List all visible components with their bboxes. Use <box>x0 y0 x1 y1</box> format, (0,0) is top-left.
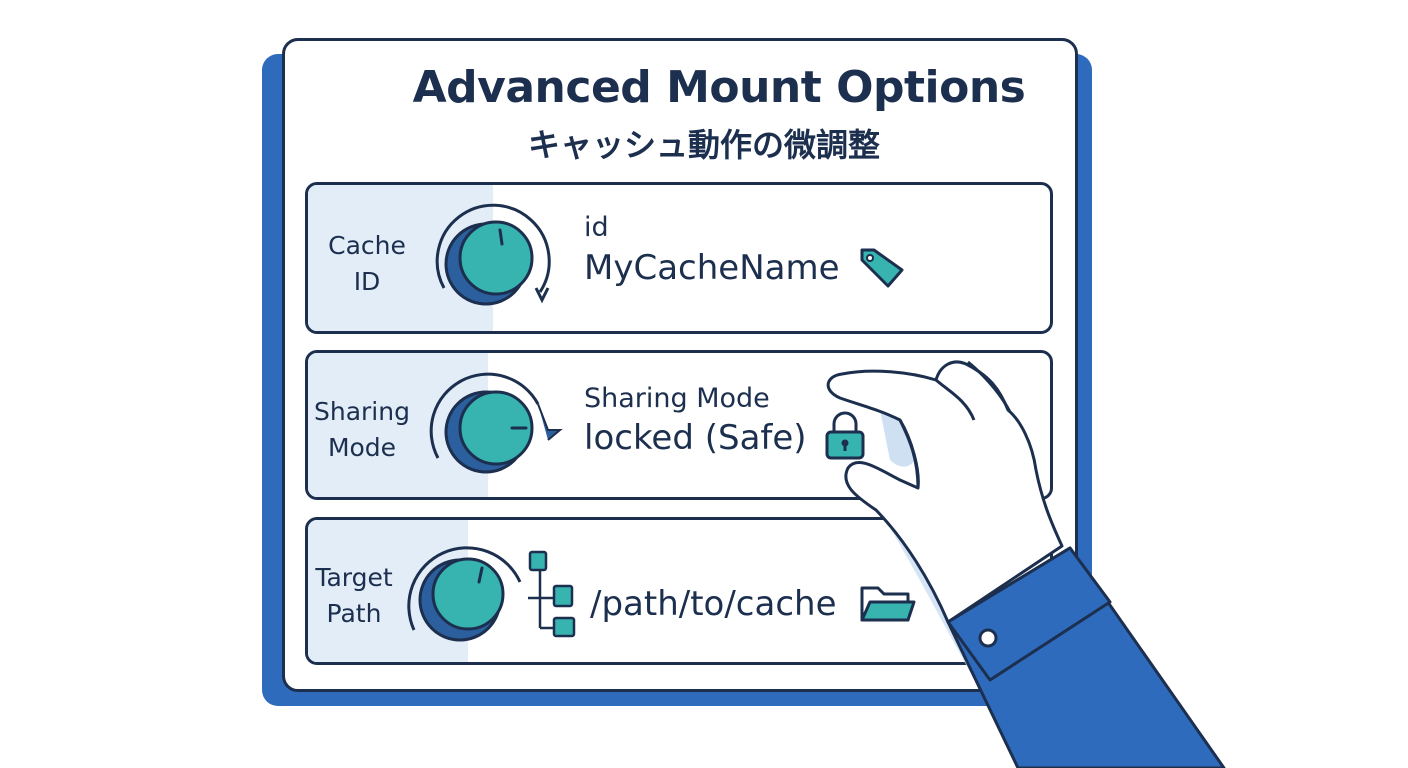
cache-id-value: MyCacheName <box>584 248 840 288</box>
target-path-knob-icon[interactable] <box>400 530 530 650</box>
tag-icon <box>860 248 904 288</box>
page-subtitle: キャッシュ動作の微調整 <box>527 126 880 164</box>
sharing-mode-label: Sharing Mode <box>314 397 410 462</box>
padlock-icon[interactable] <box>822 410 868 462</box>
cache-id-label: Cache ID <box>328 231 406 296</box>
sharing-mode-key: Sharing Mode <box>584 383 770 414</box>
target-path-value: /path/to/cache <box>590 584 837 624</box>
sharing-mode-value: locked (Safe) <box>584 418 807 458</box>
cache-id-key: id <box>584 212 609 243</box>
page-title: Advanced Mount Options <box>412 62 1026 113</box>
sharing-mode-knob-icon[interactable] <box>420 362 570 486</box>
cache-id-knob-icon[interactable] <box>420 196 560 316</box>
target-path-label: Target Path <box>315 563 393 628</box>
folder-icon <box>860 586 916 622</box>
file-tree-icon <box>528 550 576 638</box>
